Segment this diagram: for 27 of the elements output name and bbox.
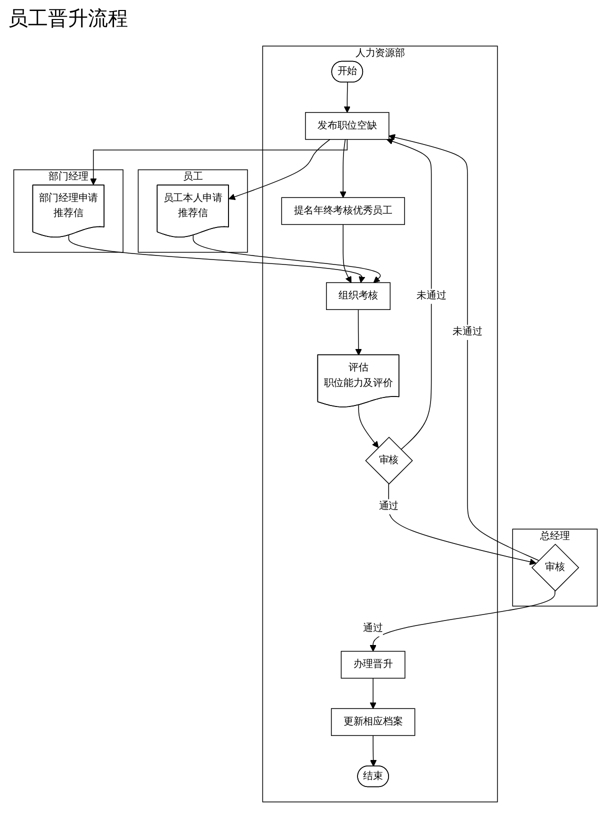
arrow <box>388 484 536 566</box>
node-box: 发布职位空缺 <box>305 112 390 140</box>
node-box: 组织考核 <box>326 282 391 310</box>
edge-label: 未通过 <box>416 290 446 302</box>
arrow <box>90 139 348 185</box>
arrow <box>388 134 540 561</box>
arrow <box>228 139 330 200</box>
edge-label: 通过 <box>363 622 383 634</box>
arrow <box>344 82 351 113</box>
diagram-title: 员工晋升流程 <box>7 5 129 32</box>
arrow <box>68 234 366 283</box>
arrow <box>192 234 381 283</box>
node-diamond: 审核 <box>531 544 580 592</box>
arrow <box>358 404 379 448</box>
arrow <box>340 139 346 198</box>
node-box: 办理晋升 <box>340 650 406 679</box>
node-box: 提名年终考核优秀员工 <box>281 197 405 225</box>
edge-label: 未通过 <box>452 326 482 338</box>
node-diamond: 审核 <box>365 436 413 484</box>
arrow <box>386 138 432 450</box>
arrow <box>355 309 362 356</box>
arrow <box>342 224 352 283</box>
node-box: 更新相应档案 <box>330 708 416 736</box>
edge-label: 通过 <box>378 500 399 512</box>
arrow <box>370 590 556 652</box>
arrow <box>370 678 376 709</box>
arrow <box>370 735 377 767</box>
